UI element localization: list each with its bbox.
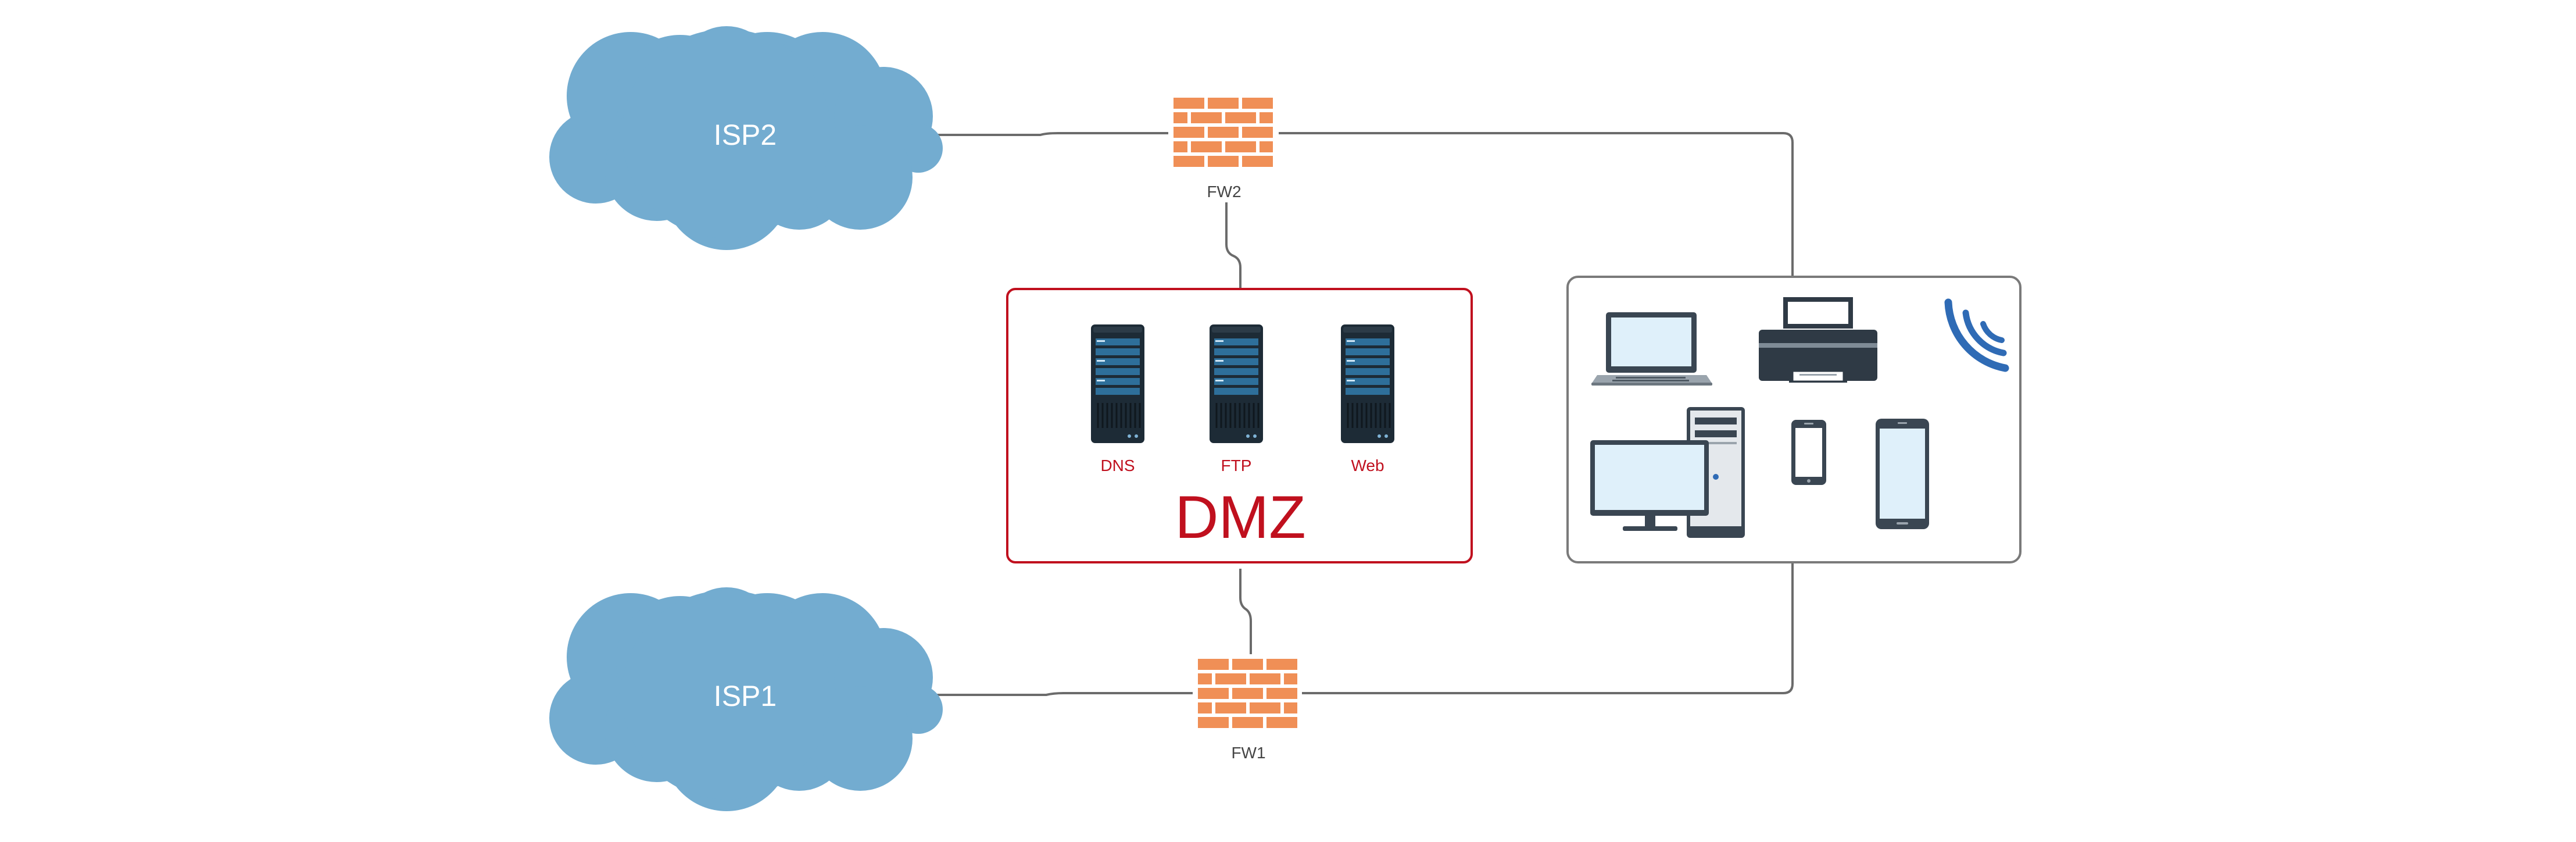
desktop-icon (1590, 407, 1745, 538)
server-icon (1208, 323, 1264, 444)
link-dmz-fw1 (1239, 569, 1252, 654)
link-fw2-dmz (1225, 202, 1242, 288)
connection-lines (923, 132, 1794, 696)
lan-zone (1566, 276, 2022, 563)
firewall-icon (1173, 98, 1273, 167)
ftp-server: FTP (1208, 323, 1264, 474)
wifi-icon (1944, 298, 2009, 372)
printer-icon (1759, 297, 1877, 383)
web-server: Web (1340, 323, 1396, 474)
server-icon (1340, 323, 1396, 444)
server-label-web: Web (1351, 456, 1384, 474)
laptop-icon (1591, 312, 1712, 386)
isp1-label: ISP1 (714, 680, 777, 712)
dmz-title: DMZ (1175, 484, 1305, 551)
server-label-dns: DNS (1100, 456, 1135, 474)
fw2-label: FW2 (1207, 183, 1241, 201)
link-isp2-fw2 (923, 132, 1168, 136)
tablet-icon (1876, 419, 1929, 529)
server-icon (1090, 323, 1146, 444)
fw1-label: FW1 (1231, 744, 1265, 762)
dns-server: DNS (1090, 323, 1146, 474)
smartphone-icon (1791, 420, 1826, 485)
link-isp1-fw1 (923, 692, 1193, 696)
firewall-icon (1198, 659, 1297, 728)
dmz-zone: DNS FTP Web DMZ (1006, 288, 1473, 563)
fw1-firewall: FW1 (1198, 659, 1297, 762)
server-label-ftp: FTP (1221, 456, 1252, 474)
isp1-cloud: ISP1 (549, 587, 943, 811)
link-fw1-lan (1302, 563, 1794, 694)
isp2-cloud: ISP2 (549, 26, 943, 250)
isp2-label: ISP2 (714, 119, 777, 151)
fw2-firewall: FW2 (1173, 98, 1273, 201)
link-fw2-lan (1279, 132, 1794, 276)
